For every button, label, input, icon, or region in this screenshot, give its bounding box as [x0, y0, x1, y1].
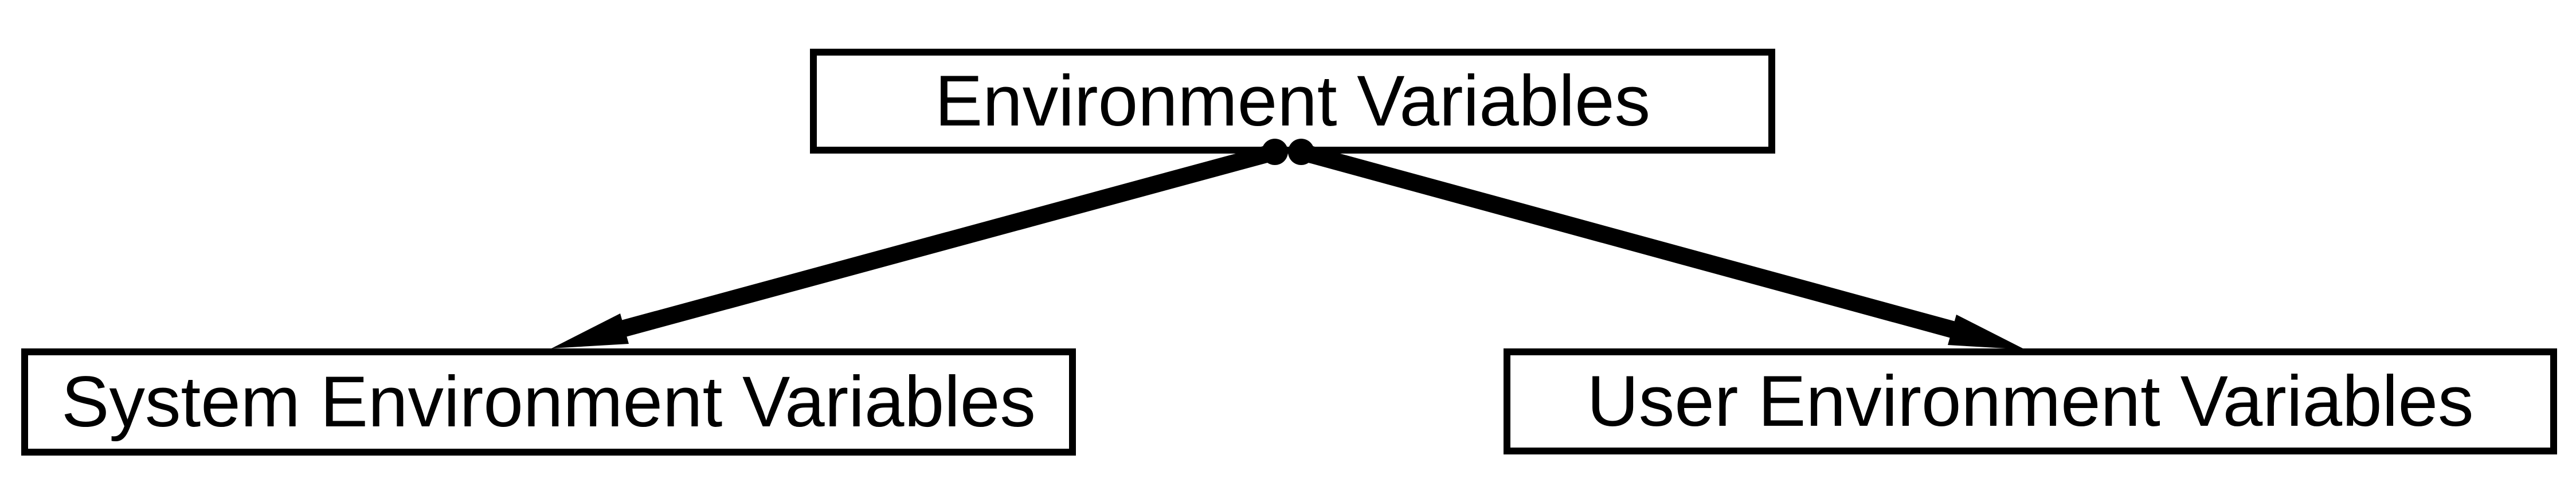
node-label: User Environment Variables [1587, 361, 2474, 441]
edge-root-to-user [1288, 139, 2025, 350]
node-environment-variables: Environment Variables [810, 49, 1775, 154]
edge-root-to-system [551, 139, 1288, 348]
arrowhead-icon [1948, 315, 2025, 350]
arrowhead-icon [551, 313, 629, 348]
edge-line [616, 143, 1277, 339]
node-label: Environment Variables [934, 61, 1651, 141]
node-user-environment-variables: User Environment Variables [1504, 348, 2557, 454]
node-system-environment-variables: System Environment Variables [21, 348, 1076, 456]
edge-line [1299, 143, 1961, 340]
node-label: System Environment Variables [61, 362, 1036, 442]
